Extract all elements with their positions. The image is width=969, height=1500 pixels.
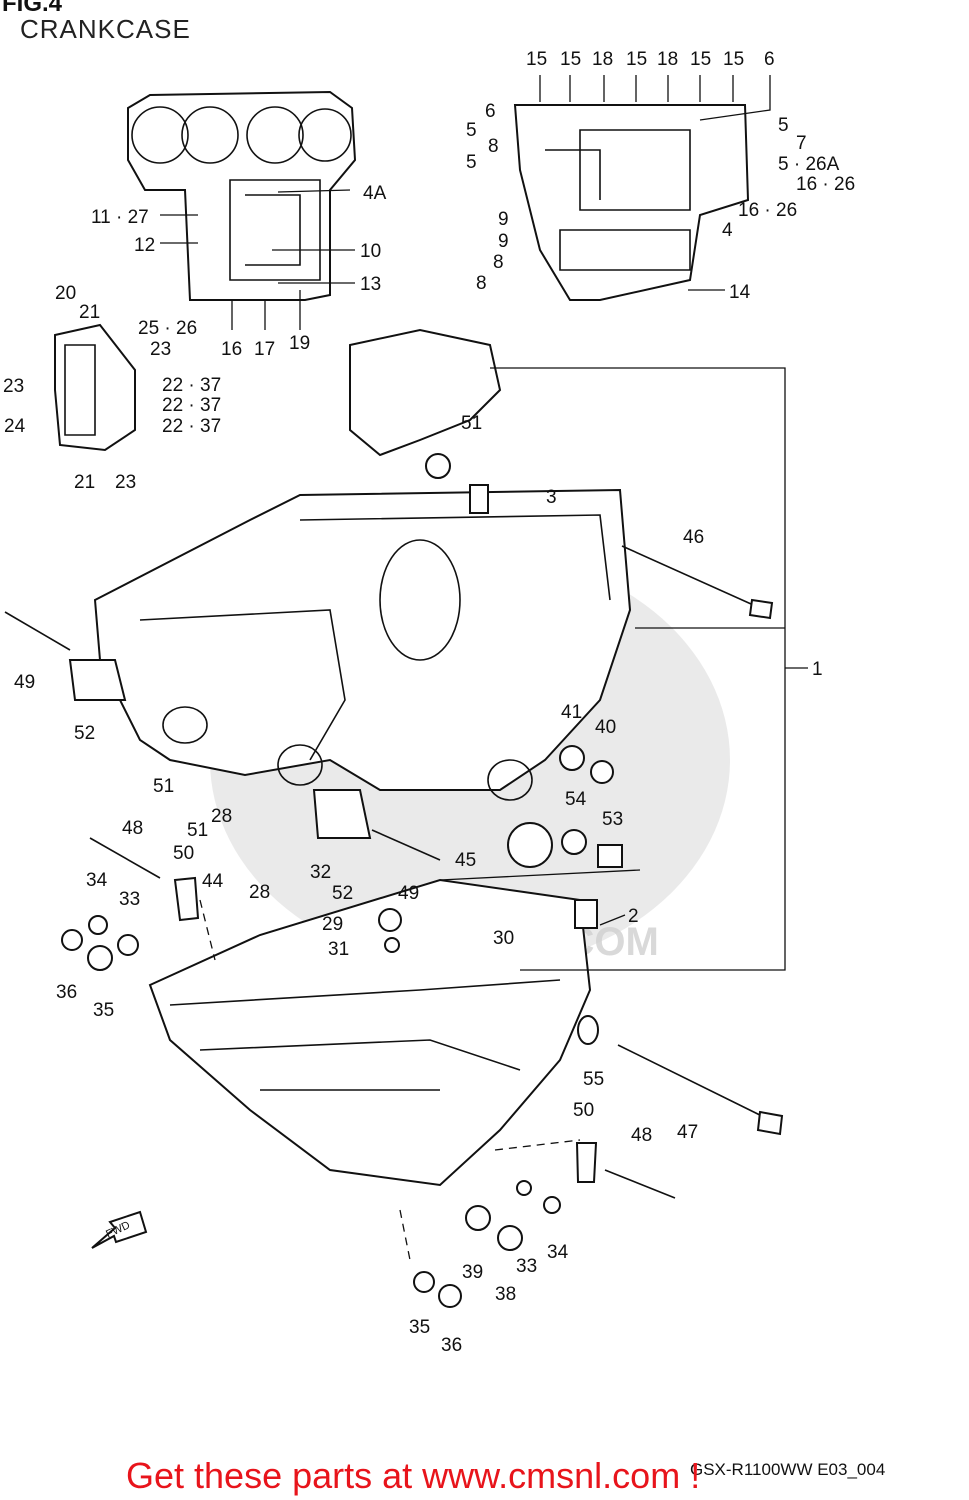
callout-35: 35 (93, 1000, 114, 1021)
callout-51: 51 (461, 413, 482, 434)
callout-4a: 4A (363, 183, 387, 204)
callout-49: 49 (14, 672, 35, 693)
callout-48: 48 (631, 1125, 652, 1146)
callout-34: 34 (547, 1242, 569, 1263)
callout-29: 29 (322, 914, 343, 935)
callout-36: 36 (441, 1335, 462, 1356)
callout-34: 34 (86, 870, 108, 891)
callout-7: 7 (796, 133, 807, 154)
callout-12: 12 (134, 235, 155, 256)
callout-23: 23 (150, 339, 171, 360)
callout-5-26a: 5 · 26A (778, 154, 840, 175)
callout-19: 19 (289, 333, 310, 354)
callout-16-26: 16 · 26 (796, 174, 855, 195)
callout-16: 16 (221, 339, 242, 360)
callout-24: 24 (4, 416, 26, 437)
callout-4: 4 (722, 220, 733, 241)
callout-32: 32 (310, 862, 331, 883)
callout-17: 17 (254, 339, 275, 360)
callout-33: 33 (516, 1256, 537, 1277)
callout-15: 15 (690, 49, 711, 70)
callout-11-27: 11 · 27 (91, 207, 149, 228)
fwd-arrow: FWD (91, 1210, 148, 1249)
callout-20: 20 (55, 283, 76, 304)
callout-8: 8 (476, 273, 487, 294)
callout-5: 5 (466, 120, 477, 141)
callout-25-26: 25 · 26 (138, 318, 197, 339)
callout-39: 39 (462, 1262, 483, 1283)
callout-50: 50 (573, 1100, 594, 1121)
callout-33: 33 (119, 889, 140, 910)
callout-13: 13 (360, 274, 381, 295)
callout-38: 38 (495, 1284, 516, 1305)
callout-55: 55 (583, 1069, 604, 1090)
callout-52: 52 (332, 883, 353, 904)
callout-22-37: 22 · 37 (162, 375, 221, 396)
callout-3: 3 (546, 487, 557, 508)
callout-21: 21 (74, 472, 95, 493)
callout-47: 47 (677, 1122, 698, 1143)
callout-2: 2 (628, 906, 639, 927)
callout-1: 1 (812, 659, 823, 680)
model-code: GSX-R1100WW E03_004 (690, 1460, 886, 1479)
callout-21: 21 (79, 302, 100, 323)
callout-35: 35 (409, 1317, 430, 1338)
part-callouts: 15 15 18 15 18 15 15 6 6 5 8 5 5 7 5 · 2… (3, 49, 855, 1356)
callout-30: 30 (493, 928, 514, 949)
callout-8: 8 (488, 136, 499, 157)
callout-51: 51 (153, 776, 174, 797)
callout-28: 28 (211, 806, 232, 827)
callout-9: 9 (498, 209, 509, 230)
callout-45: 45 (455, 850, 476, 871)
callout-53: 53 (602, 809, 623, 830)
callout-44: 44 (202, 871, 224, 892)
callout-14: 14 (729, 282, 751, 303)
callout-15: 15 (626, 49, 647, 70)
upper-crankcase-top-view (127, 90, 357, 301)
callout-46: 46 (683, 527, 704, 548)
callout-6: 6 (485, 101, 496, 122)
callout-28: 28 (249, 882, 270, 903)
callout-50: 50 (173, 843, 194, 864)
leader-lines (160, 75, 808, 1261)
callout-18: 18 (592, 49, 613, 70)
callout-15: 15 (560, 49, 581, 70)
figure-number: FIG.4 (2, 0, 63, 17)
callout-15: 15 (526, 49, 547, 70)
crankcase-upper-half (93, 328, 632, 801)
callout-51: 51 (187, 820, 208, 841)
callout-41: 41 (561, 702, 582, 723)
callout-23: 23 (3, 376, 24, 397)
callout-18: 18 (657, 49, 678, 70)
callout-9: 9 (498, 231, 509, 252)
callout-31: 31 (328, 939, 349, 960)
breather-cover (54, 323, 136, 452)
callout-40: 40 (595, 717, 616, 738)
lower-crankcase-bottom-view (513, 104, 750, 301)
callout-36: 36 (56, 982, 77, 1003)
crankcase-lower-half (148, 878, 592, 1187)
callout-49: 49 (398, 883, 419, 904)
callout-15: 15 (723, 49, 744, 70)
callout-22-37: 22 · 37 (162, 395, 221, 416)
callout-16-26: 16 · 26 (738, 200, 797, 221)
figure-title: CRANKCASE (20, 14, 191, 44)
callout-10: 10 (360, 241, 381, 262)
callout-23: 23 (115, 472, 136, 493)
loose-parts (4, 453, 784, 1308)
callout-54: 54 (565, 789, 587, 810)
callout-8: 8 (493, 252, 504, 273)
callout-48: 48 (122, 818, 143, 839)
callout-5: 5 (466, 152, 477, 173)
callout-52: 52 (74, 723, 95, 744)
callout-22-37: 22 · 37 (162, 416, 221, 437)
callout-6: 6 (764, 49, 775, 70)
parts-link-text[interactable]: Get these parts at www.cmsnl.com ! (126, 1455, 701, 1496)
callout-5: 5 (778, 115, 789, 136)
